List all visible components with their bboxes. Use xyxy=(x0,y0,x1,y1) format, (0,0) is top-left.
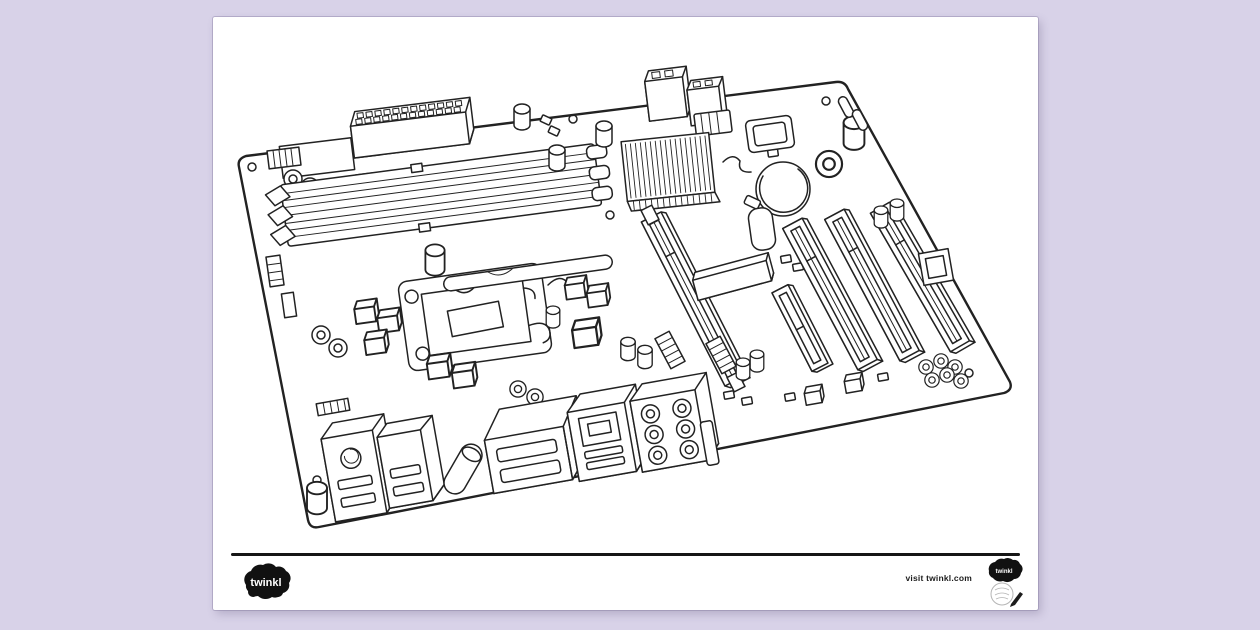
motherboard-illustration xyxy=(237,65,1012,529)
chip-bar xyxy=(691,251,775,302)
socket-retention-clamp xyxy=(443,254,613,292)
rear-io-usb-ports xyxy=(320,413,446,523)
colouring-sheet: twinkl visit twinkl.com twinkl xyxy=(213,17,1038,610)
edge-capacitor xyxy=(306,480,328,516)
bottom-pin-header xyxy=(315,397,351,417)
io-controller-chip xyxy=(917,247,955,287)
badge-logo-text: twinkl xyxy=(995,569,1012,575)
rear-io-ethernet-port xyxy=(566,383,649,483)
ram-dimm-slots xyxy=(264,143,614,247)
capacitor xyxy=(424,243,446,277)
side-connectors xyxy=(265,254,298,319)
cpu-power-connectors xyxy=(643,65,733,137)
rear-io-audio-jacks xyxy=(629,371,720,473)
visit-twinkl-text: visit twinkl.com xyxy=(905,573,972,583)
heatsink-clip xyxy=(722,156,752,173)
footer-divider xyxy=(231,553,1020,556)
front-pin-headers xyxy=(266,146,302,170)
cmos-battery xyxy=(743,115,866,251)
twinkl-cloud-logo: twinkl xyxy=(244,563,291,600)
lying-capacitor xyxy=(443,443,483,495)
badge-stamp-icon xyxy=(990,582,1014,606)
bios-chip xyxy=(744,114,796,154)
badge-cloud-icon xyxy=(988,558,1023,583)
rear-io-end-piece xyxy=(699,420,720,467)
twinkl-logo-text: twinkl xyxy=(250,577,281,589)
atx-power-connector xyxy=(278,96,475,180)
rear-io-ps2-block xyxy=(483,394,588,495)
cpu-socket xyxy=(397,262,553,372)
twinkl-quality-badge: twinkl xyxy=(988,558,1023,607)
badge-pencil-icon xyxy=(1010,592,1023,607)
chipset-heatsink xyxy=(620,131,721,212)
